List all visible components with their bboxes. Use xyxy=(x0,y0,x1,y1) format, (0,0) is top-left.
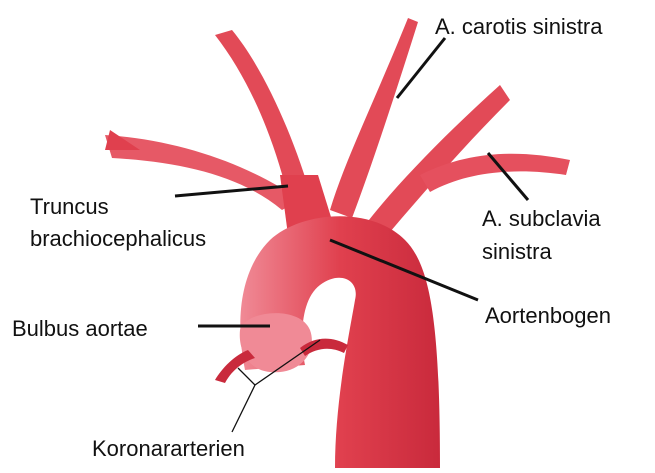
label-koronararterien: Koronararterien xyxy=(92,436,245,461)
label-bulbus-aortae: Bulbus aortae xyxy=(12,316,148,341)
bulbus-aortae-vessel xyxy=(215,313,348,383)
label-carotis-sinistra: A. carotis sinistra xyxy=(435,14,603,39)
label-subclavia-line1: A. subclavia xyxy=(482,206,601,231)
truncus-brachiocephalicus-vessel xyxy=(105,30,335,235)
label-truncus-line2: brachiocephalicus xyxy=(30,226,206,251)
leader-koronar-1 xyxy=(232,385,255,432)
leader-koronar-2 xyxy=(238,368,255,385)
label-aortenbogen: Aortenbogen xyxy=(485,303,611,328)
label-truncus-line1: Truncus xyxy=(30,194,109,219)
label-subclavia-line2: sinistra xyxy=(482,239,552,264)
